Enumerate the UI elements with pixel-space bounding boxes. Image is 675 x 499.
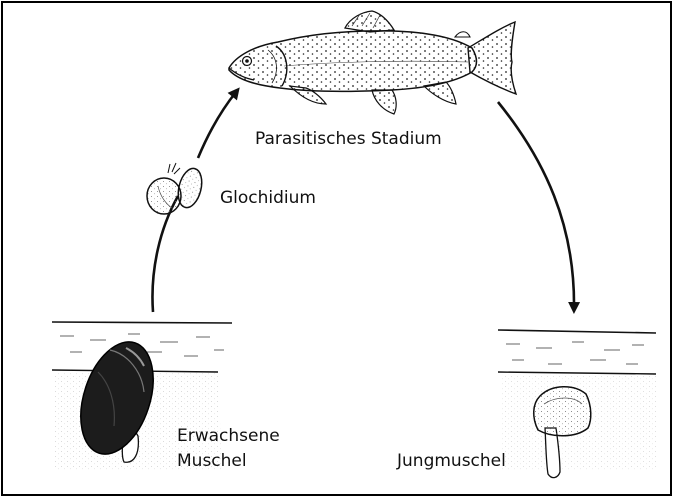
adult-mussel-label-line1: Erwachsene: [177, 424, 280, 449]
glochidium-larva-icon: [147, 163, 206, 214]
adult-mussel-label: Erwachsene Muschel: [177, 424, 280, 474]
juvenile-mussel-label: Jungmuschel: [397, 449, 506, 474]
adult-mussel-label-line2: Muschel: [177, 449, 280, 474]
arrow-down-icon: [498, 102, 574, 308]
trout-fish-icon: [229, 11, 516, 114]
glochidium-label: Glochidium: [220, 186, 316, 211]
parasitic-stage-label: Parasitisches Stadium: [255, 127, 442, 152]
